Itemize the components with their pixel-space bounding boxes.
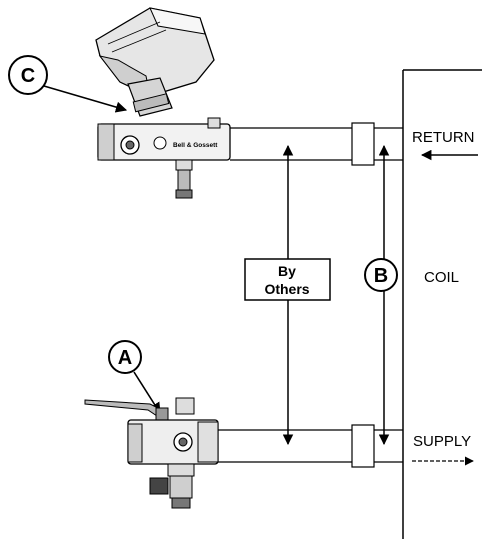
by-others-box: By Others	[244, 258, 331, 301]
supply-pipe	[218, 424, 403, 468]
valve-brand-label: Bell & Gossett	[173, 142, 218, 149]
return-pipe	[230, 122, 403, 166]
actuator-icon	[95, 7, 215, 97]
ball-valve-a	[84, 397, 219, 509]
callout-a-letter: A	[118, 347, 132, 369]
by-others-line1: By	[278, 263, 296, 279]
callout-a: A	[108, 340, 161, 414]
callout-c: C	[8, 55, 128, 113]
supply-label: SUPPLY	[413, 433, 471, 450]
callout-c-letter: C	[21, 65, 35, 87]
callout-b: B	[364, 258, 398, 292]
by-others-line2: Others	[264, 281, 309, 297]
control-valve-c: Bell & Gossett	[95, 7, 231, 199]
coil-label: COIL	[424, 269, 459, 286]
coil-box	[402, 69, 482, 539]
return-label: RETURN	[412, 129, 475, 146]
callout-b-letter: B	[374, 265, 388, 287]
